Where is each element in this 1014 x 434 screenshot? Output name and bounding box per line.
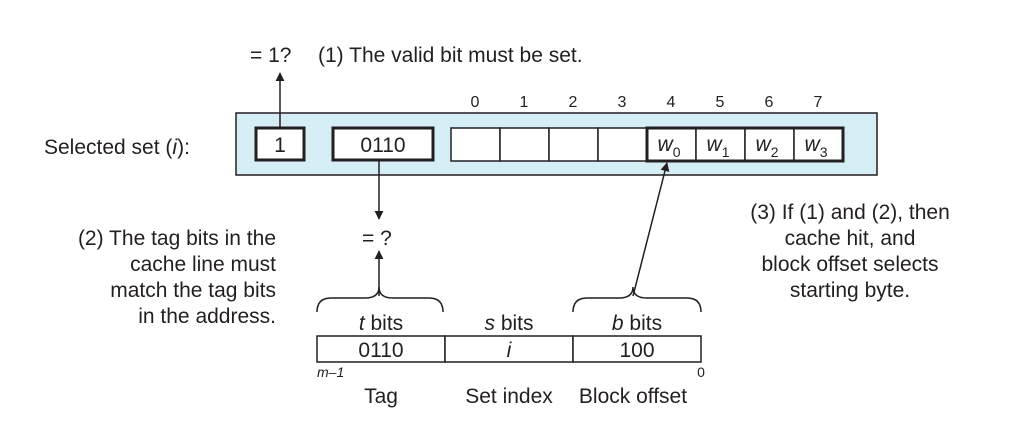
valid-bit-value: 1 (274, 134, 286, 157)
block-bytes-empty (450, 127, 648, 162)
block-offset-caption: Block offset (579, 385, 687, 408)
offset-bits-header: b bits (612, 312, 662, 335)
address-tag-value: 0110 (358, 339, 403, 362)
tag-caption: Tag (364, 385, 398, 408)
note3-line: (3) If (1) and (2), then (750, 201, 950, 224)
address-block-offset-field (572, 335, 702, 363)
tag-compare-label: = ? (362, 227, 392, 250)
byte-index-0: 0 (471, 94, 480, 111)
valid-bit-question: = 1? (250, 44, 291, 67)
word-3-label: w3 (805, 133, 828, 160)
note-cache-hit: (3) If (1) and (2), then cache hit, and … (750, 201, 950, 302)
byte-index-7: 7 (814, 94, 823, 111)
cache-tag-box (331, 126, 435, 162)
byte-index-4: 4 (667, 94, 676, 111)
note-tag-match: (2) The tag bits in the cache line must … (78, 227, 276, 328)
byte-index-labels: 0 1 2 3 4 5 6 7 (471, 94, 823, 111)
tag-bits-header: t bits (359, 312, 403, 335)
byte-index-3: 3 (618, 94, 627, 111)
byte-cell (597, 127, 648, 162)
address-set-index-value: i (507, 339, 513, 362)
offset-select-arrow (632, 162, 670, 297)
note2-line: match the tag bits (110, 279, 276, 302)
byte-cell (450, 127, 501, 162)
word-cell (744, 127, 795, 162)
byte-index-2: 2 (569, 94, 578, 111)
word-2-label: w2 (756, 133, 779, 160)
block-words: w0 w1 w2 w3 (645, 126, 845, 163)
note2-line: (2) The tag bits in the (78, 227, 276, 250)
set-bits-header: s bits (484, 312, 533, 335)
lsb-label: 0 (697, 364, 705, 380)
tag-field-brace (316, 286, 444, 313)
byte-index-6: 6 (765, 94, 774, 111)
byte-cell (499, 127, 550, 162)
note-valid-bit: (1) The valid bit must be set. (318, 44, 583, 67)
note3-line: block offset selects (761, 253, 938, 276)
address-offset-value: 100 (619, 339, 654, 362)
msb-label: m–1 (317, 364, 344, 380)
valid-bit-box (254, 126, 306, 162)
byte-cell (548, 127, 599, 162)
note2-line: cache line must (130, 253, 276, 276)
selected-set-label: Selected set (i): (44, 136, 190, 159)
word-0-label: w0 (658, 133, 681, 160)
offset-field-brace (572, 286, 702, 313)
selected-words-outline (645, 126, 845, 163)
cache-tag-value: 0110 (360, 134, 405, 157)
word-1-label: w1 (707, 133, 730, 160)
byte-index-5: 5 (716, 94, 725, 111)
note3-line: starting byte. (790, 279, 910, 302)
byte-index-1: 1 (520, 94, 529, 111)
address-tag-field (316, 335, 446, 363)
set-index-caption: Set index (465, 385, 553, 408)
note2-line: in the address. (138, 305, 276, 328)
address-fields: 0110 i 100 (316, 335, 702, 363)
note3-line: cache hit, and (785, 227, 916, 250)
